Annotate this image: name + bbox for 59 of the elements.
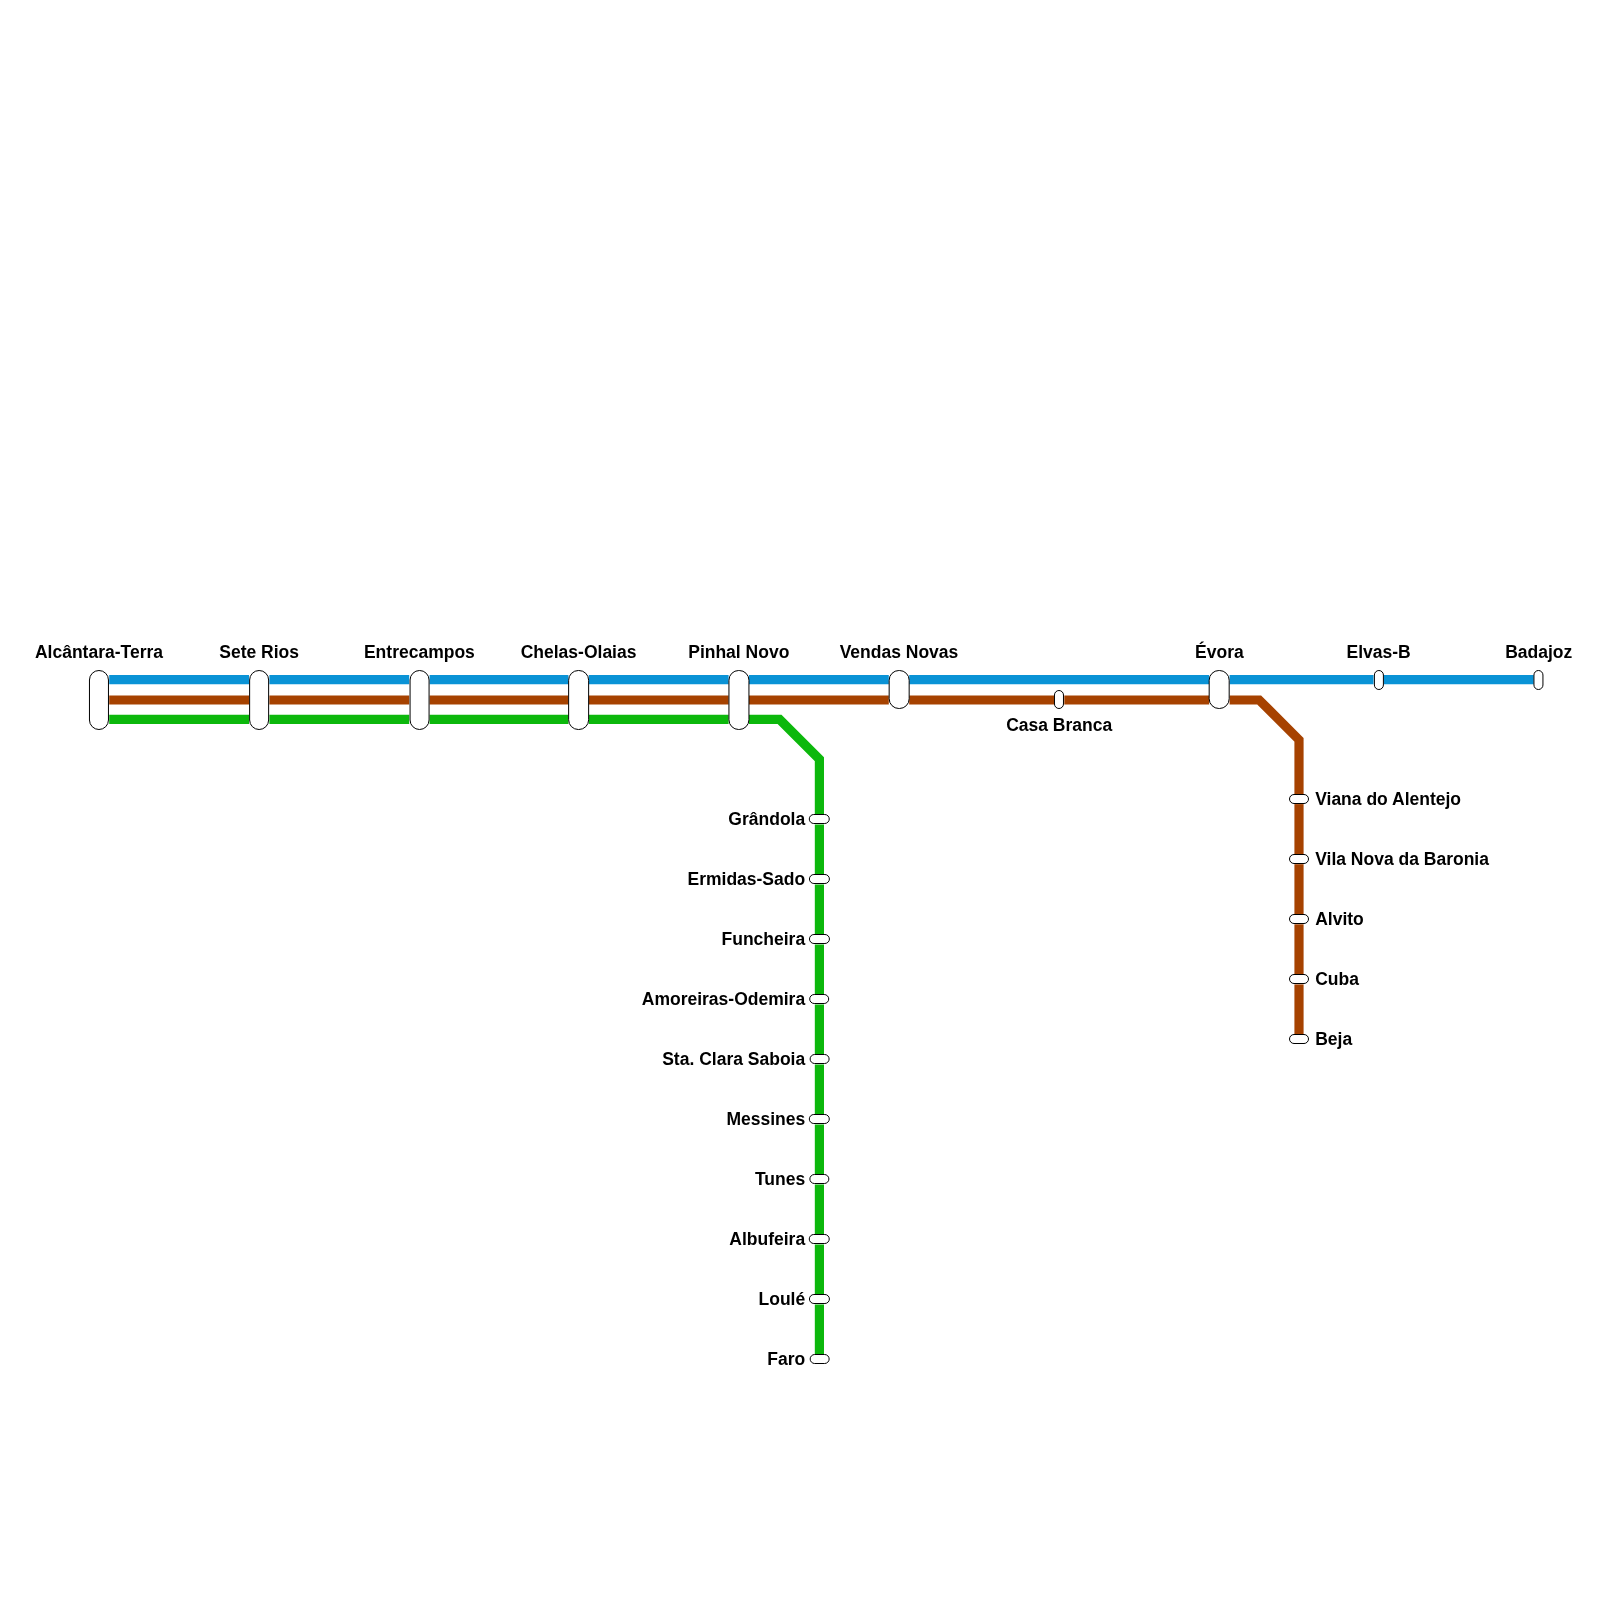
station-name: Albufeira xyxy=(729,1229,806,1250)
station-name: Vendas Novas xyxy=(839,642,959,663)
rail-line xyxy=(1294,864,1304,915)
rail-line xyxy=(814,884,824,935)
rail-line xyxy=(814,1064,824,1115)
rail-line xyxy=(1229,675,1374,685)
rail-line xyxy=(1064,695,1210,705)
rail-line xyxy=(749,675,889,685)
rail-line xyxy=(109,695,249,705)
rail-line xyxy=(1294,804,1304,854)
station-name: Loulé xyxy=(758,1289,806,1310)
rail-line xyxy=(588,714,729,724)
rail-line xyxy=(269,675,410,685)
rail-line xyxy=(814,1304,824,1355)
station-name: Sete Rios xyxy=(219,642,300,663)
rail-line xyxy=(814,944,824,995)
rail-line xyxy=(1383,675,1534,685)
rail-line xyxy=(814,1244,824,1295)
rail-line xyxy=(909,695,1055,705)
rail-line xyxy=(1294,924,1304,975)
station-name: Tunes xyxy=(754,1169,806,1190)
rail-line xyxy=(429,714,569,724)
rail-line xyxy=(588,675,729,685)
rail-line xyxy=(269,714,410,724)
rail-line xyxy=(814,1184,824,1235)
station-name: Viana do Alentejo xyxy=(1315,788,1462,809)
rail-line xyxy=(814,1124,824,1175)
rail-line xyxy=(814,824,824,875)
station-name: Messines xyxy=(726,1109,806,1130)
rail-line xyxy=(429,695,569,705)
station-name: Alcântara-Terra xyxy=(34,642,163,663)
rail-line xyxy=(269,695,410,705)
rail-line xyxy=(1294,984,1304,1035)
station-name: Grândola xyxy=(728,809,806,830)
station-name: Sta. Clara Saboia xyxy=(662,1049,806,1070)
rail-line xyxy=(909,675,1210,685)
station-name: Faro xyxy=(767,1349,806,1370)
rail-line xyxy=(588,695,729,705)
station-name: Pinhal Novo xyxy=(688,642,790,663)
station-name: Elvas-B xyxy=(1346,642,1411,663)
station-name: Amoreiras-Odemira xyxy=(641,989,806,1010)
station-name: Entrecampos xyxy=(363,642,475,663)
station-name: Alvito xyxy=(1315,909,1364,930)
station-name: Casa Branca xyxy=(1006,715,1113,736)
rail-line xyxy=(429,675,569,685)
rail-line xyxy=(109,714,249,724)
rail-line xyxy=(749,714,824,815)
rail-line xyxy=(1229,695,1304,794)
rail-line xyxy=(814,1004,824,1055)
rail-line xyxy=(109,675,249,685)
station-name: Badajoz xyxy=(1505,642,1573,663)
rail-line xyxy=(749,695,889,705)
station-name: Beja xyxy=(1315,1029,1353,1050)
station-name: Vila Nova da Baronia xyxy=(1315,849,1489,870)
station-name: Ermidas-Sado xyxy=(687,869,806,890)
station-name: Évora xyxy=(1195,642,1244,663)
station-name: Cuba xyxy=(1315,969,1359,990)
station-name: Funcheira xyxy=(721,929,806,950)
station-name: Chelas-Olaias xyxy=(520,642,637,663)
